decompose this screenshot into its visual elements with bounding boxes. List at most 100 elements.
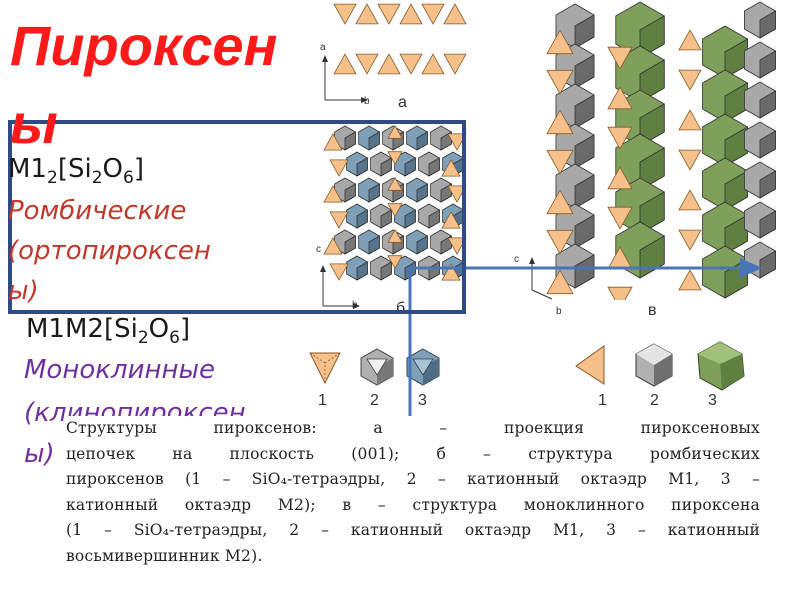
- chain-top-tetrahedron: [443, 3, 467, 25]
- ortho-octahedron-shade: [344, 183, 356, 203]
- chain-top-tetrahedron: [421, 3, 445, 25]
- chain-top-tetrahedron: [333, 3, 357, 25]
- clino-gray-octahedron-shade: [574, 174, 595, 209]
- chain-bottom-tetrahedron: [355, 53, 379, 75]
- legend-left-label-3: 3: [418, 392, 427, 409]
- page-title-wrap: ы: [10, 92, 58, 155]
- clino-green-polyhedron-shade: [724, 214, 748, 255]
- ortho-octahedron-shade: [428, 157, 440, 177]
- chain-top-tetrahedron: [355, 3, 379, 25]
- ortho-name-line2: (ортопироксен: [8, 236, 211, 266]
- ortho-octahedron-shade: [356, 157, 368, 177]
- clino-tetrahedron-left: [546, 29, 574, 55]
- ortho-octahedron-shade: [416, 183, 428, 203]
- legend-right-label-1: 1: [598, 392, 607, 409]
- ortho-tetrahedron-mid: [387, 176, 403, 191]
- clino-green-polyhedron-shade: [724, 170, 748, 211]
- caption-line-2: цепочек на плоскость (001); б – структур…: [66, 444, 760, 463]
- legend-left-shapes: [309, 348, 440, 386]
- chain-bottom-tetrahedron: [399, 53, 423, 75]
- axis-label-b-right: b: [556, 306, 562, 317]
- ortho-tetrahedron-right: [447, 133, 467, 151]
- panel-label-a: а: [398, 94, 407, 111]
- clino-tetrahedron-right: [678, 69, 702, 91]
- chain-bottom-tetrahedron: [443, 53, 467, 75]
- clino-tetrahedron-mid: [607, 46, 633, 70]
- clino-formula: M1M2[Si2O6]: [26, 314, 191, 349]
- clino-gray-octahedron-right-shade: [759, 170, 776, 199]
- legend-blue-octahedron-icon: [406, 348, 440, 386]
- clino-tetrahedron-right: [678, 149, 702, 171]
- ortho-octahedron-shade: [368, 235, 380, 255]
- caption-line-6: восьмивершинник M2).: [66, 546, 263, 565]
- ortho-tetrahedron-left: [329, 263, 349, 281]
- clino-structure: [546, 1, 776, 300]
- ortho-tetrahedron-right: [447, 185, 467, 203]
- ortho-tetrahedron-left: [329, 211, 349, 229]
- clino-gray-octahedron-right-shade: [759, 250, 776, 279]
- ortho-octahedron-shade: [380, 209, 392, 229]
- clino-gray-octahedron-right-shade: [759, 10, 776, 39]
- clino-tetrahedron-mid: [607, 166, 633, 190]
- chain-top-tetrahedron: [377, 3, 401, 25]
- ortho-tetrahedron-mid: [387, 255, 403, 270]
- legend-right-label-2: 2: [650, 392, 659, 409]
- legend-gray-octahedron-icon: [360, 348, 394, 386]
- legend-right-shapes: [575, 341, 745, 391]
- caption-line-3: пироксенов (1 – SiO₄-тетраэдры, 2 – кати…: [66, 470, 760, 488]
- page-title: Пироксен: [10, 14, 278, 77]
- clino-gray-octahedron-shade: [574, 54, 595, 89]
- clino-tetrahedron-left: [546, 269, 574, 295]
- chain-bottom-tetrahedron: [333, 53, 357, 75]
- panel-label-v: в: [648, 302, 657, 319]
- clino-tetrahedron-mid: [607, 86, 633, 110]
- legend-left-label-2: 2: [370, 392, 379, 409]
- clino-name-line1: Моноклинные: [24, 355, 215, 385]
- clino-tetrahedron-right: [678, 109, 702, 131]
- tetrahedra-chain-top: [333, 3, 467, 25]
- ortho-formula: M12[Si2O6]: [8, 154, 144, 189]
- ortho-tetrahedron-right: [441, 263, 461, 281]
- chain-top-tetrahedron: [399, 3, 423, 25]
- clino-gray-octahedron-shade: [574, 254, 595, 289]
- ortho-tetrahedron-left: [329, 159, 349, 177]
- ortho-tetrahedron-right: [447, 237, 467, 255]
- axis-label-a: a: [320, 42, 326, 53]
- figure-caption: Структуры пироксенов: а – проекция пирок…: [66, 416, 760, 594]
- caption-line-1: Структуры пироксенов: а – проекция пирок…: [66, 419, 760, 437]
- tetrahedra-chain-bottom: [333, 53, 467, 75]
- ortho-octahedron-shade: [368, 183, 380, 203]
- ortho-octahedron-shade: [380, 157, 392, 177]
- ortho-octahedron-shade: [428, 209, 440, 229]
- ortho-octahedron-shade: [356, 209, 368, 229]
- clino-tetrahedron-right: [678, 29, 702, 51]
- ortho-name-line1: Ромбические: [8, 196, 187, 226]
- ortho-octahedron-shade: [404, 157, 416, 177]
- figure-panel-b: [320, 124, 467, 309]
- caption-line-5: (1 – SiO₄-тетраэдры, 2 – катионный октаэ…: [66, 521, 760, 539]
- clino-tetrahedron-mid: [607, 286, 633, 300]
- clino-tetrahedron-mid: [607, 126, 633, 150]
- ortho-tetrahedron-mid: [387, 124, 403, 139]
- clino-tetrahedron-right: [678, 269, 702, 291]
- figure-panel-v: [529, 1, 776, 300]
- ortho-tetrahedron-right: [441, 159, 461, 177]
- ortho-name-line3: ы): [8, 276, 39, 306]
- clino-gray-octahedron-right-shade: [759, 90, 776, 119]
- ortho-octahedron-shade: [344, 131, 356, 151]
- axis-gizmo-b: [320, 265, 360, 309]
- chain-bottom-tetrahedron: [377, 53, 401, 75]
- legend-right-green-polyhedron-icon: [697, 341, 745, 391]
- axis-label-c-right: c: [514, 254, 519, 265]
- caption-line-4: катионный октаэдр M2); в – структура мон…: [66, 495, 760, 514]
- axis-label-c-left: c: [316, 244, 321, 255]
- legend-tetrahedron-icon: [309, 352, 341, 385]
- ortho-tetrahedron-mid: [387, 151, 403, 166]
- legend-left-label-1: 1: [318, 392, 327, 409]
- clino-gray-octahedron-shade: [574, 94, 595, 129]
- clino-gray-octahedron-right-shade: [759, 130, 776, 159]
- ortho-octahedron-shade: [404, 209, 416, 229]
- chain-bottom-tetrahedron: [421, 53, 445, 75]
- ortho-octahedron-shade: [368, 131, 380, 151]
- ortho-octahedron-shade: [344, 235, 356, 255]
